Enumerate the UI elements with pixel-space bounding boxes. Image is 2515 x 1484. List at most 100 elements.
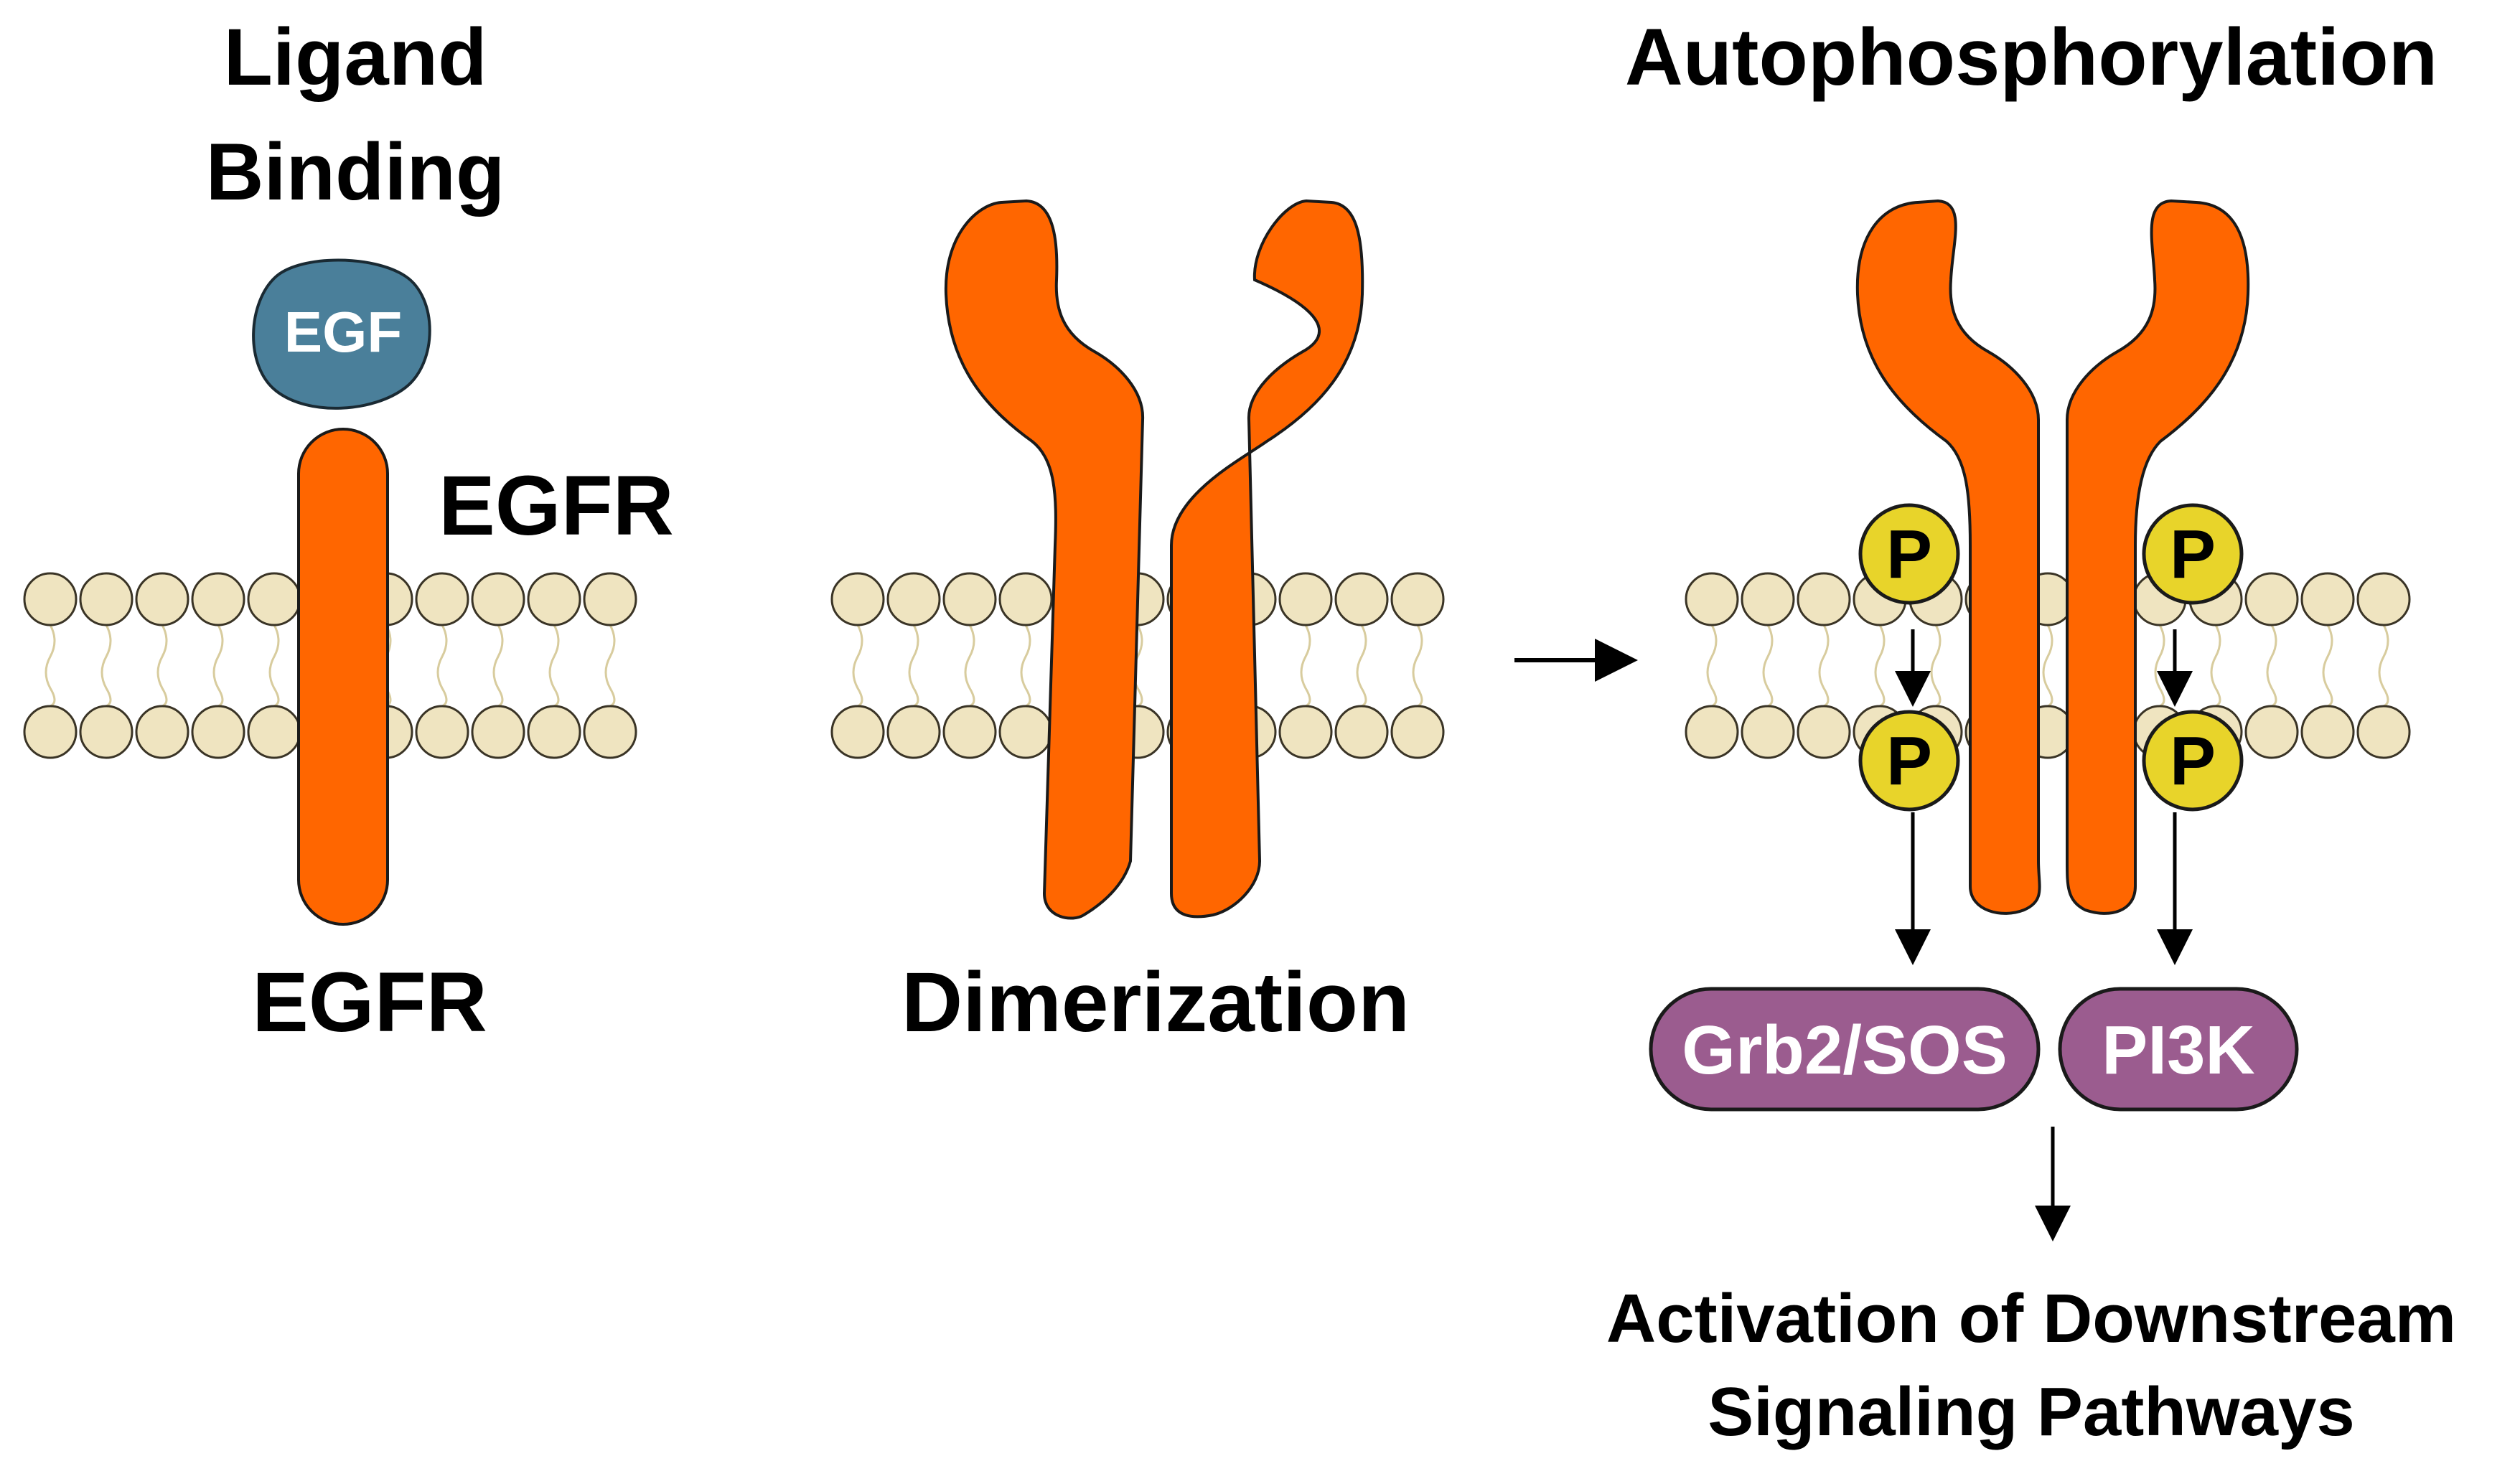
lipid-head <box>1390 705 1445 759</box>
lipid-tail <box>2154 624 2165 708</box>
lipid-tail <box>604 624 616 708</box>
egf-label: EGF <box>284 300 402 364</box>
grb2-sos-effector: Grb2/SOS <box>1649 987 2041 1112</box>
lipid-tail <box>2378 624 2389 708</box>
lipid-tail <box>268 624 280 708</box>
lipid-tail <box>1706 624 1718 708</box>
lipid-tail <box>1412 624 1423 708</box>
membrane-bilayer-left <box>23 572 637 759</box>
lipid-tail <box>156 624 168 708</box>
svg-text:Grb2/SOS: Grb2/SOS <box>1682 1012 2007 1089</box>
lipid-tail <box>1356 624 1367 708</box>
phosphate-upper-left: P <box>1858 503 1960 605</box>
title-ligand: Ligand <box>223 12 487 102</box>
lipid-head <box>1278 572 1333 626</box>
lipid-head <box>79 705 134 759</box>
lipid-tail <box>1874 624 1886 708</box>
egfr-phosphorylated-left-receptor <box>1855 199 2041 915</box>
svg-text:P: P <box>2170 723 2216 799</box>
lipid-head <box>2300 572 2355 626</box>
egf-ligand <box>252 258 431 410</box>
phosphate-upper-right: P <box>2142 503 2244 605</box>
lipid-tail <box>2042 624 2053 708</box>
lipid-tail <box>1762 624 1774 708</box>
lipid-tail <box>100 624 112 708</box>
lipid-head <box>886 705 941 759</box>
lipid-head <box>471 705 525 759</box>
svg-text:P: P <box>1886 516 1932 593</box>
svg-text:P: P <box>2170 516 2216 593</box>
lipid-tail <box>1818 624 1830 708</box>
lipid-tail <box>548 624 560 708</box>
lipid-head <box>1797 572 1851 626</box>
lipid-head <box>942 705 997 759</box>
lipid-head <box>1685 572 1739 626</box>
lipid-head <box>247 572 301 626</box>
lipid-tail <box>1930 624 1942 708</box>
lipid-head <box>23 705 78 759</box>
lipid-head <box>998 572 1053 626</box>
lipid-head <box>415 572 469 626</box>
lipid-head <box>2356 705 2411 759</box>
lipid-head <box>415 705 469 759</box>
membrane-bilayer-right <box>1685 572 2411 759</box>
lipid-tail <box>2266 624 2277 708</box>
title-autophosphorylation: Autophosphorylation <box>1625 12 2437 102</box>
activation-label-line2: Signaling Pathways <box>1708 1373 2355 1450</box>
lipid-head <box>527 705 581 759</box>
lipid-head <box>2356 572 2411 626</box>
pi3k-effector: PI3K <box>2058 987 2299 1112</box>
lipid-head <box>1685 705 1739 759</box>
lipid-tail <box>212 624 224 708</box>
lipid-tail <box>2210 624 2221 708</box>
egfr-dimer-left-receptor <box>944 199 1145 920</box>
lipid-head <box>2244 572 2299 626</box>
activation-label-line1: Activation of Downstream <box>1606 1280 2456 1357</box>
lipid-head <box>942 572 997 626</box>
phosphate-lower-left: P <box>1858 710 1960 812</box>
lipid-tail <box>964 624 975 708</box>
lipid-head <box>191 705 245 759</box>
lipid-head <box>247 705 301 759</box>
egfr-dimer-right-receptor <box>1170 199 1364 919</box>
svg-text:P: P <box>1886 723 1932 799</box>
egfr-receptor-monomer <box>297 428 389 926</box>
lipid-head <box>471 572 525 626</box>
lipid-head <box>830 572 885 626</box>
lipid-tail <box>1020 624 1031 708</box>
lipid-head <box>1741 705 1795 759</box>
lipid-tail <box>45 624 56 708</box>
lipid-head <box>830 705 885 759</box>
lipid-tail <box>1300 624 1311 708</box>
egfr-phosphorylated-right-receptor <box>2066 199 2250 915</box>
lipid-head <box>79 572 134 626</box>
lipid-tail <box>908 624 919 708</box>
lipid-head <box>1278 705 1333 759</box>
lipid-head <box>583 572 637 626</box>
dimerization-label: Dimerization <box>901 955 1410 1050</box>
lipid-tail <box>2322 624 2333 708</box>
title-binding: Binding <box>206 127 505 217</box>
egfr-bottom-label: EGFR <box>252 955 487 1050</box>
lipid-head <box>1390 572 1445 626</box>
lipid-head <box>23 572 78 626</box>
egfr-side-label: EGFR <box>439 459 674 553</box>
svg-text:PI3K: PI3K <box>2102 1012 2254 1089</box>
lipid-head <box>998 705 1053 759</box>
lipid-head <box>583 705 637 759</box>
lipid-head <box>1741 572 1795 626</box>
lipid-head <box>1334 572 1389 626</box>
phosphate-lower-right: P <box>2142 710 2244 812</box>
lipid-head <box>527 572 581 626</box>
lipid-head <box>1334 705 1389 759</box>
lipid-tail <box>852 624 863 708</box>
lipid-head <box>135 572 189 626</box>
lipid-head <box>2300 705 2355 759</box>
lipid-tail <box>436 624 448 708</box>
lipid-tail <box>492 624 504 708</box>
lipid-head <box>886 572 941 626</box>
lipid-head <box>191 572 245 626</box>
lipid-head <box>135 705 189 759</box>
